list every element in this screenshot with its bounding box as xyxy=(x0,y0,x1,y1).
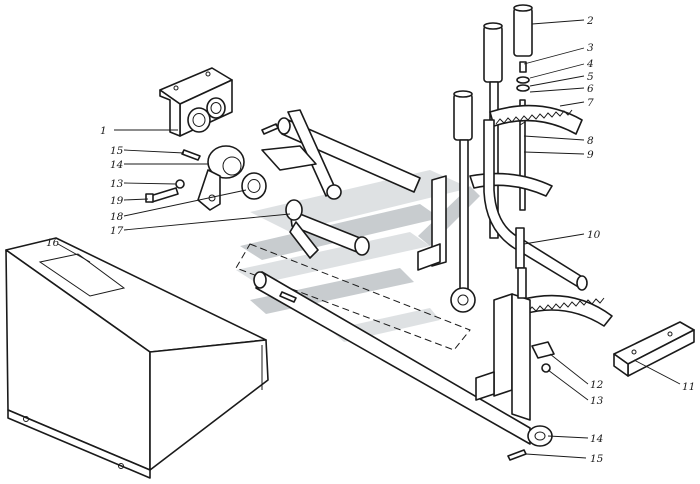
callout-7: 7 xyxy=(587,97,594,109)
part-14-lever-block xyxy=(197,145,245,211)
callout-4: 4 xyxy=(586,58,594,70)
toothed-sector-lower xyxy=(519,294,613,327)
callout-11: 11 xyxy=(682,381,695,393)
callout-14-left: 14 xyxy=(110,159,123,171)
part-12-block xyxy=(531,341,555,359)
part-18-washer xyxy=(241,172,267,200)
callout-19: 19 xyxy=(110,195,124,207)
toothed-sector-middle xyxy=(469,172,553,197)
part-13-nut-left xyxy=(175,179,185,189)
shaft-bracket-middle xyxy=(417,175,447,271)
callout-8: 8 xyxy=(587,135,594,147)
callout-15-right: 15 xyxy=(590,453,604,465)
upper-cross-shaft xyxy=(261,109,421,200)
callout-15-left: 15 xyxy=(110,145,124,157)
shaft-bracket-lower xyxy=(475,267,531,421)
lower-long-shaft xyxy=(253,271,553,447)
part-1-bracket xyxy=(159,67,233,137)
callout-16: 16 xyxy=(46,237,60,249)
leader-lines xyxy=(57,19,681,459)
part-11-bracket xyxy=(613,321,695,377)
callout-10: 10 xyxy=(587,229,601,241)
callout-3: 3 xyxy=(587,42,594,54)
part-15-pin-top xyxy=(181,149,201,161)
callout-1: 1 xyxy=(100,125,107,137)
callout-6: 6 xyxy=(587,83,594,95)
callout-2: 2 xyxy=(586,15,594,27)
dashed-reference-outline xyxy=(235,243,471,351)
part-10-bent-rod xyxy=(483,119,588,291)
toothed-sector-upper xyxy=(489,104,583,135)
callout-5: 5 xyxy=(587,71,594,83)
callout-12: 12 xyxy=(590,379,604,391)
part-15-pin-bottom xyxy=(507,449,527,461)
callout-9: 9 xyxy=(587,149,594,161)
part-19-bolt xyxy=(145,187,179,203)
callout-14-right: 14 xyxy=(590,433,603,445)
callout-17: 17 xyxy=(110,225,124,237)
callout-13-right: 13 xyxy=(590,395,604,407)
callout-18: 18 xyxy=(110,211,124,223)
part-16-cover xyxy=(5,237,269,479)
part-17-sleeve xyxy=(285,199,370,259)
callout-13-left: 13 xyxy=(110,178,124,190)
